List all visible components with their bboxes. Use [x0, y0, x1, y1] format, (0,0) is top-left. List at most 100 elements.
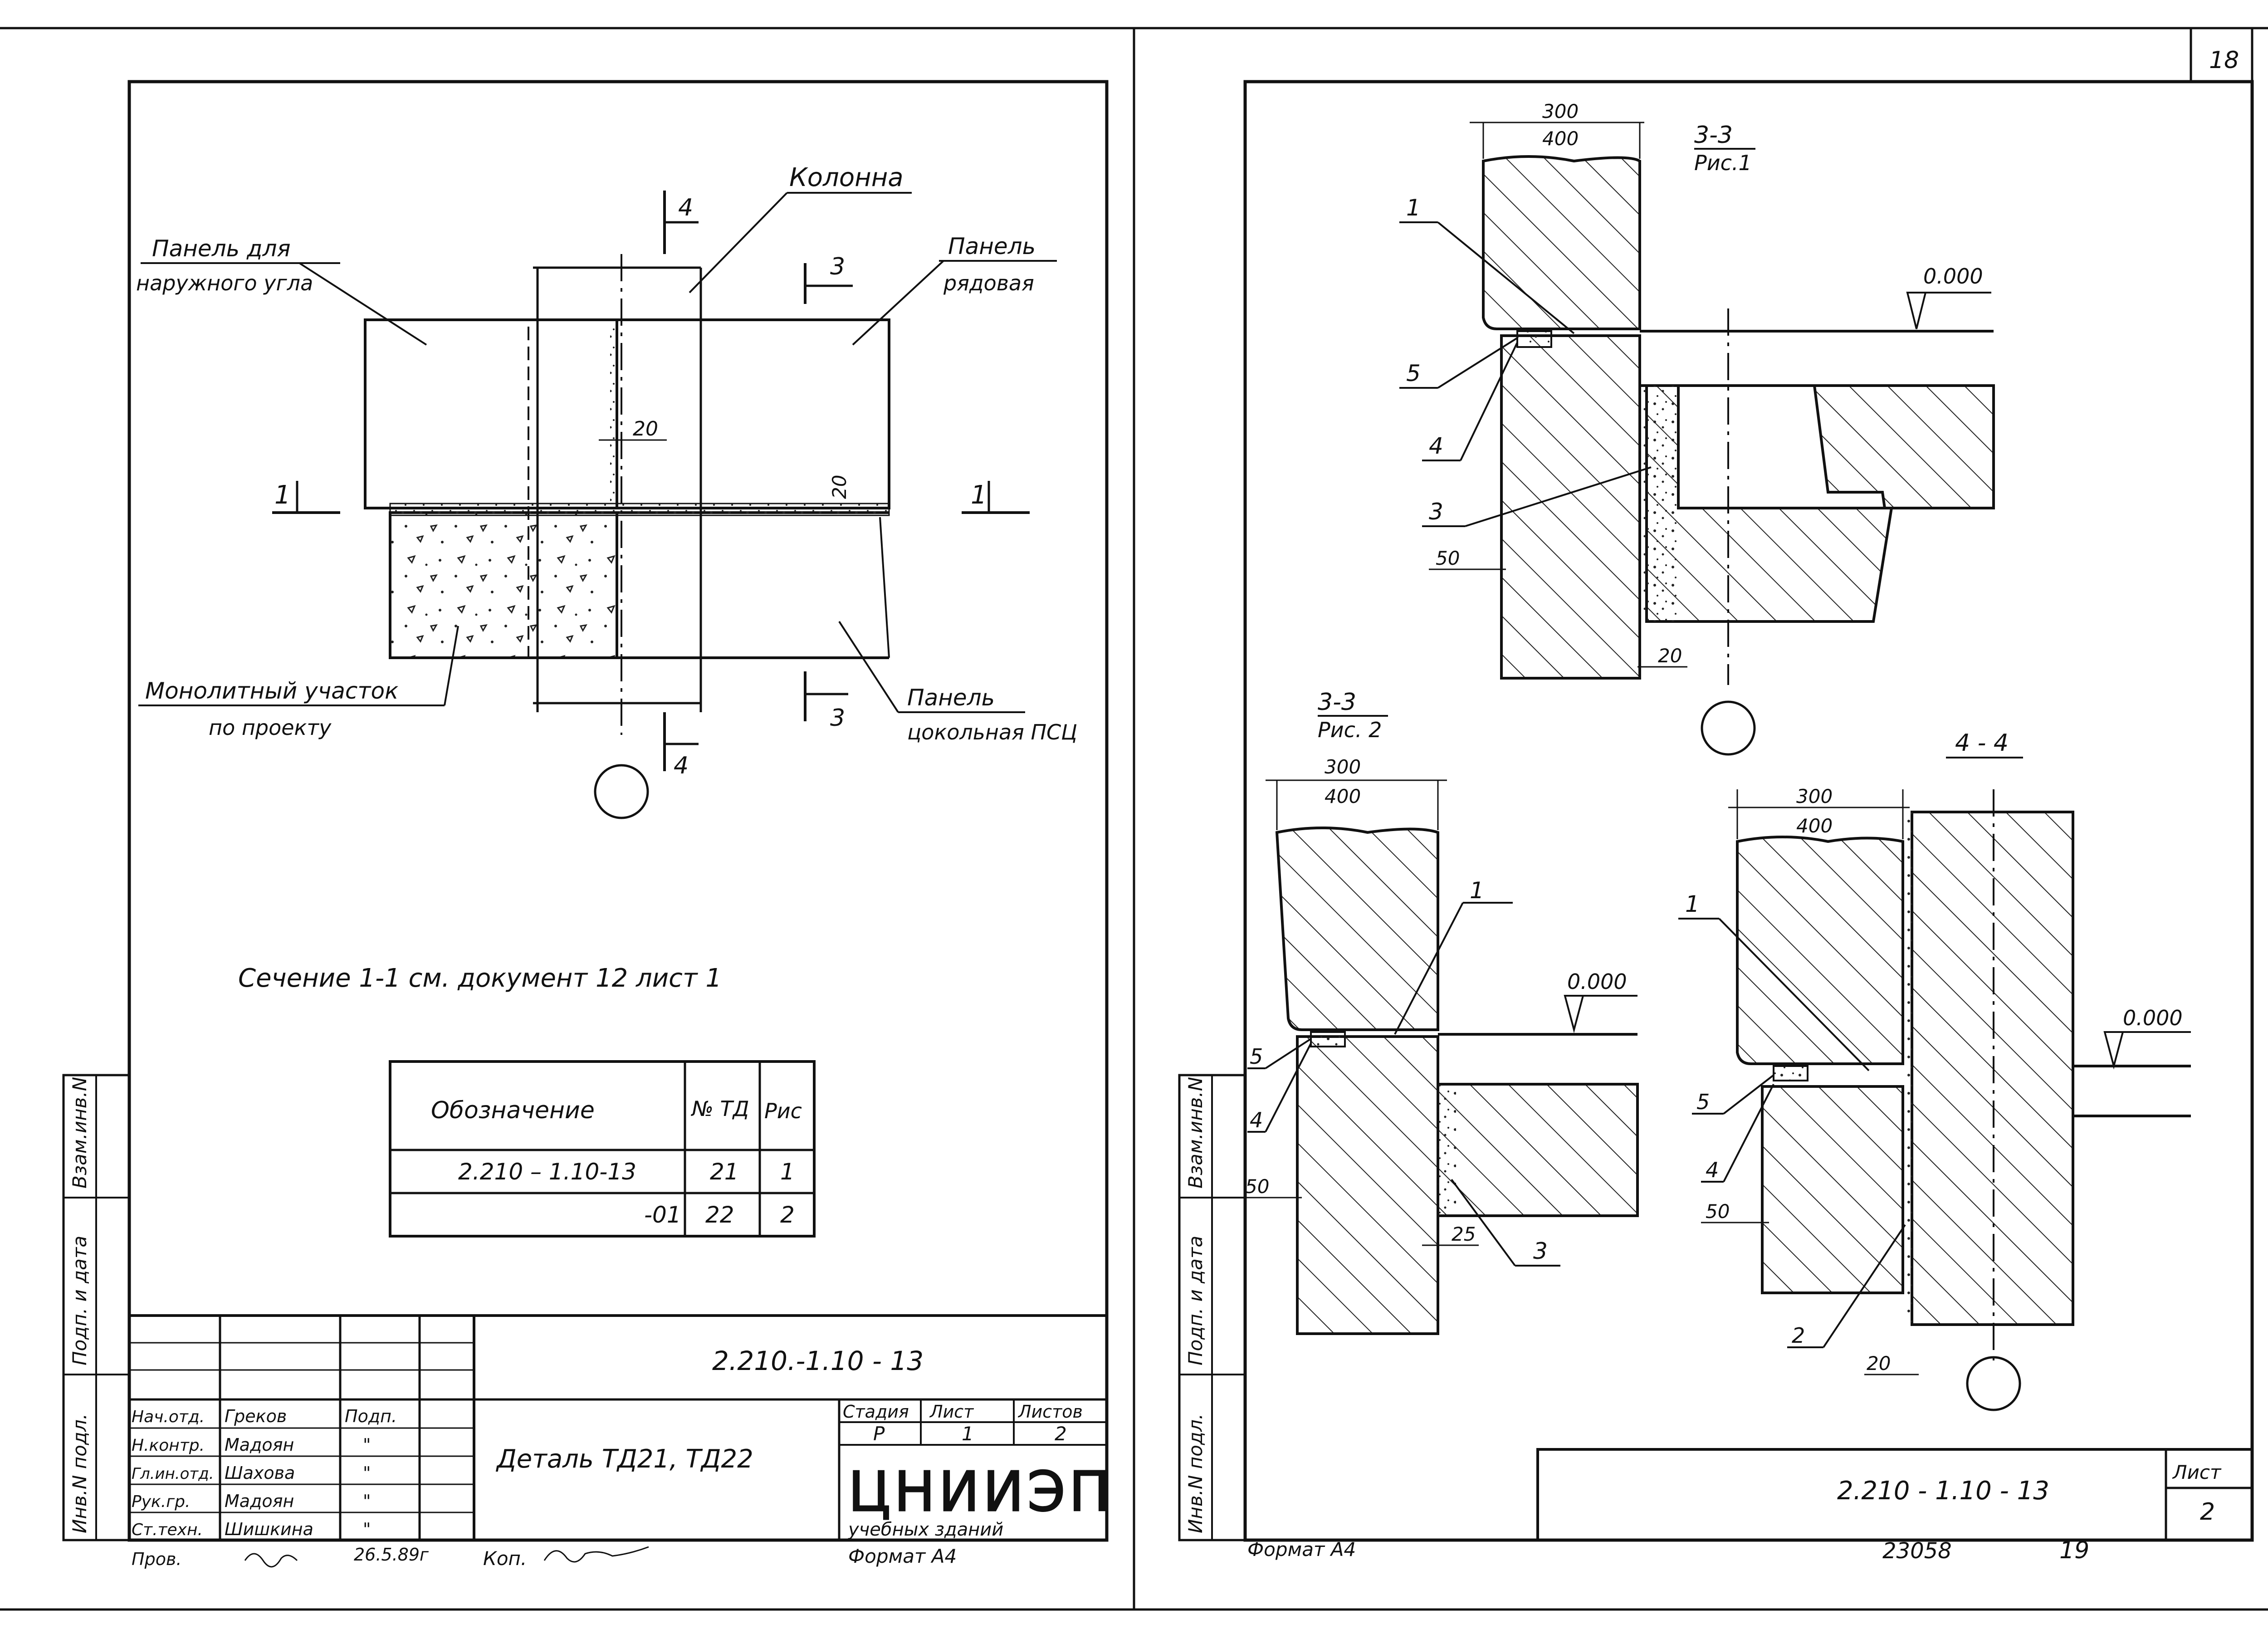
role-name: Шахова: [225, 1463, 295, 1483]
d2-subtitle: Рис. 2: [1318, 718, 1382, 742]
role: Рук.гр.: [132, 1492, 190, 1511]
d2-callout-3: 3: [1533, 1238, 1548, 1264]
role-name: Мадоян: [225, 1435, 294, 1455]
label-corner-2: наружного угла: [136, 271, 313, 295]
d3-title: 4 - 4: [1955, 729, 2009, 757]
d3-level: 0.000: [2123, 1006, 2183, 1030]
right-sheet: 18 Инв.N подл. Подп. и дата Взам.инв.N 3…: [1178, 27, 2254, 1564]
label-column: Колонна: [789, 163, 904, 192]
left-stamp-2: Подп. и дата: [68, 1236, 91, 1365]
d3-dim-50: 50: [1706, 1200, 1730, 1223]
d3-dim-300: 300: [1796, 785, 1833, 807]
table-cell: 2: [780, 1202, 795, 1228]
d1-dim-20: 20: [1658, 645, 1682, 667]
cut-4-bottom: 4: [674, 752, 689, 779]
d1-callout-4: 4: [1429, 433, 1443, 459]
left-format: Формат А4: [848, 1545, 957, 1567]
cut-3-bottom: 3: [830, 704, 845, 732]
d2-callout-5: 5: [1250, 1044, 1263, 1069]
right-sheet-value: 2: [2200, 1498, 2215, 1526]
stage-header: Стадия: [843, 1402, 909, 1422]
d1-title: 3-3: [1694, 122, 1733, 149]
dim-20-vertical: 20: [633, 417, 658, 440]
d2-callout-4: 4: [1250, 1108, 1263, 1132]
right-format: Формат А4: [1247, 1538, 1356, 1561]
role: Н.контр.: [132, 1436, 205, 1455]
designation-table: Обозначение № ТД Рис 2.210 – 1.10-13 21 …: [389, 1060, 816, 1238]
detail-4-4: 4 - 4 300 400 0.000 1 5 4 50 2 20: [1678, 729, 2191, 1411]
table-header-fig: Рис: [764, 1099, 802, 1123]
label-corner-1: Панель для: [152, 235, 291, 262]
sheet-value: 1: [962, 1423, 974, 1445]
table-cell: 1: [780, 1159, 795, 1185]
d2-dim-25: 25: [1452, 1223, 1476, 1245]
copy-label: Коп.: [483, 1547, 527, 1570]
org-logo: ЦНИИЭП: [848, 1461, 1114, 1524]
d3-dim-20: 20: [1867, 1352, 1891, 1375]
d2-level: 0.000: [1567, 969, 1627, 994]
copy-signature: [543, 1546, 649, 1563]
left-code: 2.210.-1.10 - 13: [712, 1345, 924, 1376]
cut-4-top: 4: [678, 194, 693, 221]
role-sign: ": [363, 1435, 371, 1455]
sheets-value: 2: [1055, 1423, 1067, 1445]
right-inv: 23058: [1882, 1538, 1952, 1564]
plan-view: Колонна Панель для наружного угла Панель…: [136, 163, 1077, 819]
role: Гл.ин.отд.: [132, 1465, 214, 1483]
d1-dim-400: 400: [1542, 127, 1579, 150]
dim-20-horizontal: 20: [828, 475, 850, 499]
role-sign: ": [363, 1519, 371, 1539]
d1-level: 0.000: [1923, 264, 1983, 289]
right-page: 19: [2059, 1537, 2089, 1564]
right-stamp-2: Подп. и дата: [1184, 1236, 1207, 1365]
table-cell: -01: [644, 1202, 681, 1228]
table-cell: 21: [710, 1159, 739, 1185]
left-title-block: 2.210.-1.10 - 13 Деталь ТД21, ТД22 Стади…: [129, 1314, 1114, 1570]
check-label: Пров.: [132, 1549, 181, 1569]
d2-dim-50: 50: [1245, 1175, 1269, 1198]
d2-callout-1: 1: [1470, 877, 1484, 904]
table-cell: 22: [705, 1202, 734, 1228]
role-sign: Подп.: [345, 1406, 397, 1426]
right-stamp-3: Взам.инв.N: [1184, 1077, 1207, 1189]
check-date: 26.5.89г: [354, 1545, 429, 1565]
right-title-block: 2.210 - 1.10 - 13 Лист 2 Формат А4 23058…: [1247, 1448, 2253, 1564]
table-header-td: № ТД: [690, 1096, 749, 1121]
table-header-designation: Обозначение: [431, 1097, 595, 1124]
role-name: Греков: [225, 1406, 287, 1426]
left-stamp-3: Взам.инв.N: [68, 1077, 91, 1189]
d2-dim-400: 400: [1325, 785, 1361, 807]
cut-1-right: 1: [971, 480, 987, 510]
signature-mark: [244, 1553, 298, 1568]
d3-callout-4: 4: [1706, 1158, 1719, 1182]
role-name: Шишкина: [225, 1519, 313, 1539]
cut-3-top: 3: [830, 253, 845, 280]
role-name: Мадоян: [225, 1491, 294, 1511]
left-stamp-1: Инв.N подл.: [68, 1414, 91, 1533]
stage-value: Р: [873, 1423, 885, 1445]
d1-callout-5: 5: [1406, 360, 1421, 386]
d1-dim-300: 300: [1542, 100, 1579, 122]
role-sign: ": [363, 1491, 371, 1511]
left-title: Деталь ТД21, ТД22: [495, 1444, 753, 1474]
table-cell: 2.210 – 1.10-13: [458, 1159, 636, 1185]
role: Нач.отд.: [132, 1408, 205, 1426]
role-sign: ": [363, 1463, 371, 1483]
right-stamp-1: Инв.N подл.: [1184, 1414, 1207, 1533]
label-monolith-2: по проекту: [209, 715, 332, 740]
d2-title: 3-3: [1318, 689, 1356, 716]
detail-3-3-fig2: 3-3 Рис. 2 300 400 0.000 1 5 4 50 25 3: [1245, 689, 1639, 1335]
cut-1-left: 1: [274, 480, 291, 510]
label-row-1: Панель: [948, 233, 1036, 259]
d3-callout-2: 2: [1792, 1323, 1805, 1348]
sheet-header: Лист: [929, 1402, 974, 1422]
label-monolith-1: Монолитный участок: [145, 678, 398, 704]
d3-callout-1: 1: [1685, 891, 1700, 917]
d1-dim-50: 50: [1436, 547, 1460, 569]
label-plinth-1: Панель: [907, 685, 995, 711]
right-sheet-label: Лист: [2172, 1461, 2222, 1483]
label-row-2: рядовая: [943, 271, 1034, 295]
d1-subtitle: Рис.1: [1694, 151, 1752, 175]
right-code: 2.210 - 1.10 - 13: [1837, 1476, 2049, 1506]
